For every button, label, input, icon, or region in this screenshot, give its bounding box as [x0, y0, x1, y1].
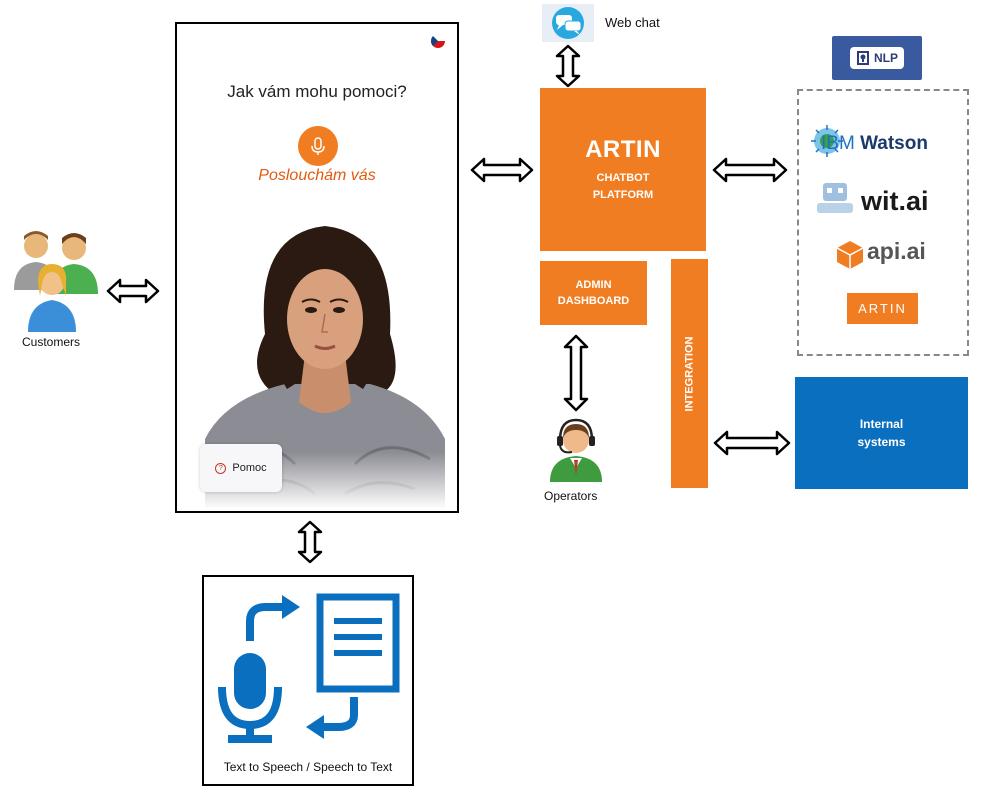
speech-to-text-icon: [218, 593, 400, 743]
artin-title: ARTIN: [585, 136, 661, 163]
help-button[interactable]: ? Pomoc: [200, 444, 282, 492]
admin-dashboard-block: ADMIN DASHBOARD: [540, 261, 647, 325]
artin-subtitle-line2: PLATFORM: [592, 188, 654, 201]
assistant-question: Jak vám mohu pomoci?: [227, 82, 407, 101]
nlp-badge: NLP: [832, 36, 922, 80]
webchat-label: Web chat: [605, 15, 660, 30]
artin-subtitle: CHATBOT PLATFORM: [593, 170, 653, 203]
watson-name: Watson: [860, 133, 928, 154]
operator-icon: [546, 418, 606, 482]
internal-line1: Internal: [859, 417, 904, 431]
arrow-admin-operators: [562, 334, 590, 412]
help-button-label: Pomoc: [232, 462, 267, 474]
admin-line1: ADMIN: [575, 278, 612, 291]
apiai-logo: api.ai: [867, 238, 926, 264]
operators-label: Operators: [544, 489, 598, 503]
internal-systems-block: Internal systems: [795, 377, 968, 489]
artin-nlp-logo: ARTIN: [847, 293, 918, 324]
arrow-artin-nlp: [712, 155, 788, 185]
customers-icon: [8, 226, 102, 336]
chatbot-phone-screen: Jak vám mohu pomoci? Poslouchám vás: [175, 22, 459, 513]
ibm-watson-globe-icon: [811, 125, 843, 157]
arrow-integration-internal: [713, 428, 791, 458]
ibm-prefix: IBM: [821, 133, 855, 154]
admin-line2: DASHBOARD: [557, 295, 630, 307]
customers-label: Customers: [22, 335, 81, 349]
artin-subtitle-line1: CHATBOT: [596, 172, 650, 184]
arrow-phone-tts: [296, 520, 324, 564]
apiai-cube-icon: [836, 241, 864, 269]
webchat-icon: [542, 4, 594, 42]
czech-flag-icon[interactable]: [431, 34, 445, 48]
nlp-badge-label: NLP: [874, 51, 898, 65]
tts-label: Text to Speech / Speech to Text: [223, 760, 393, 774]
artin-platform-block: ARTIN CHATBOT PLATFORM: [540, 88, 706, 251]
help-icon: ?: [215, 462, 227, 474]
internal-line2: systems: [857, 435, 906, 449]
wit-ai-logo: wit.ai: [861, 186, 929, 216]
speech-conversion-box: Text to Speech / Speech to Text: [202, 575, 414, 786]
wit-robot-icon: [817, 183, 853, 213]
arrow-customers-phone: [106, 276, 160, 306]
integration-block: INTEGRATION: [671, 259, 708, 488]
ibm-watson-logo: IBM Watson: [821, 133, 928, 155]
integration-label: INTEGRATION: [683, 336, 696, 411]
nlp-head-icon: [857, 51, 869, 65]
nlp-providers-box: IBM Watson wit.ai api.ai ARTIN: [797, 89, 969, 356]
microphone-button[interactable]: [298, 126, 338, 166]
microphone-icon: [311, 137, 325, 155]
listening-status: Poslouchám vás: [258, 167, 376, 184]
arrow-webchat-artin: [554, 44, 582, 88]
arrow-phone-artin: [470, 155, 534, 185]
